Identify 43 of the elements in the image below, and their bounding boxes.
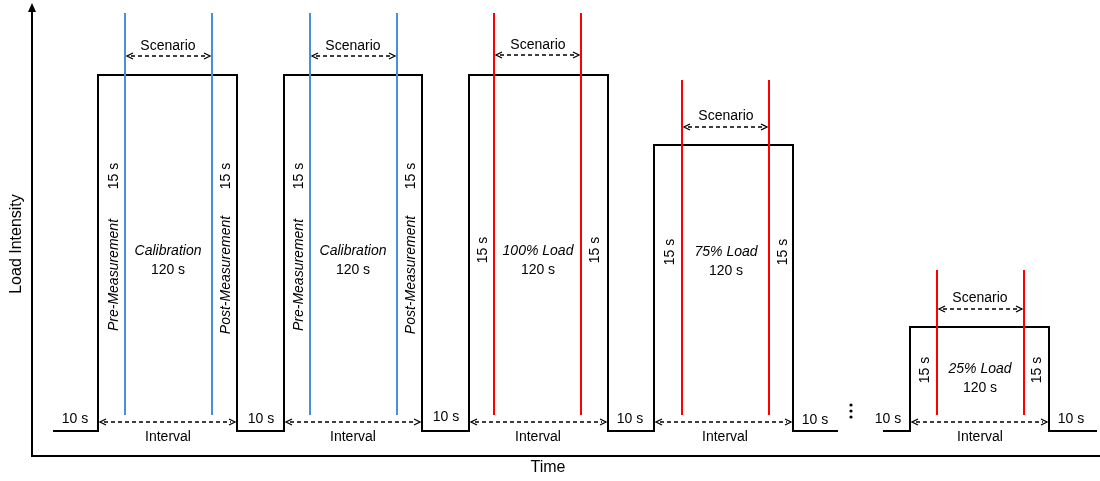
phase-label: Calibration [134, 243, 202, 257]
interval-label: Interval [702, 429, 748, 443]
duration-label: 10 s [616, 411, 644, 425]
duration-label: 10 s [247, 411, 275, 425]
duration-label: 120 s [708, 263, 744, 277]
duration-label: 10 s [432, 409, 460, 423]
duration-label: 120 s [962, 380, 998, 394]
interval-label: Interval [145, 429, 191, 443]
duration-label: 120 s [335, 262, 371, 276]
duration-label: 15 s [775, 238, 789, 266]
duration-label: 120 s [520, 262, 556, 276]
duration-label: 10 s [874, 411, 902, 425]
duration-label: 10 s [801, 412, 829, 426]
duration-label: 15 s [1029, 356, 1043, 384]
duration-label: 15 s [475, 236, 489, 264]
duration-label: 10 s [61, 411, 89, 425]
duration-label: 15 s [587, 236, 601, 264]
phase-label: Post-Measurement [218, 215, 232, 335]
duration-label: 15 s [218, 162, 232, 190]
phase-label: 25% Load [948, 361, 1012, 375]
scenario-label: Scenario [325, 38, 381, 52]
axis-label: Load Intensity [8, 194, 24, 294]
duration-label: 15 s [291, 162, 305, 190]
phase-label: Pre-Measurement [106, 219, 120, 331]
duration-label: 15 s [917, 356, 931, 384]
phase-label: Post-Measurement [403, 215, 417, 335]
interval-label: Interval [515, 429, 561, 443]
scenario-label: Scenario [698, 108, 754, 122]
scenario-label: Scenario [140, 38, 196, 52]
scenario-label: Scenario [952, 290, 1008, 304]
duration-label: 120 s [150, 262, 186, 276]
duration-label: 15 s [662, 238, 676, 266]
axis-label: Time [530, 459, 566, 475]
phase-label: 75% Load [694, 244, 758, 258]
interval-label: Interval [330, 429, 376, 443]
phase-label: Calibration [319, 243, 387, 257]
scenario-label: Scenario [510, 37, 566, 51]
phase-label: Pre-Measurement [291, 219, 305, 331]
duration-label: 10 s [1057, 411, 1085, 425]
interval-label: Interval [957, 429, 1003, 443]
duration-label: 15 s [106, 162, 120, 190]
duration-label: 15 s [403, 162, 417, 190]
phase-label: 100% Load [502, 243, 574, 257]
